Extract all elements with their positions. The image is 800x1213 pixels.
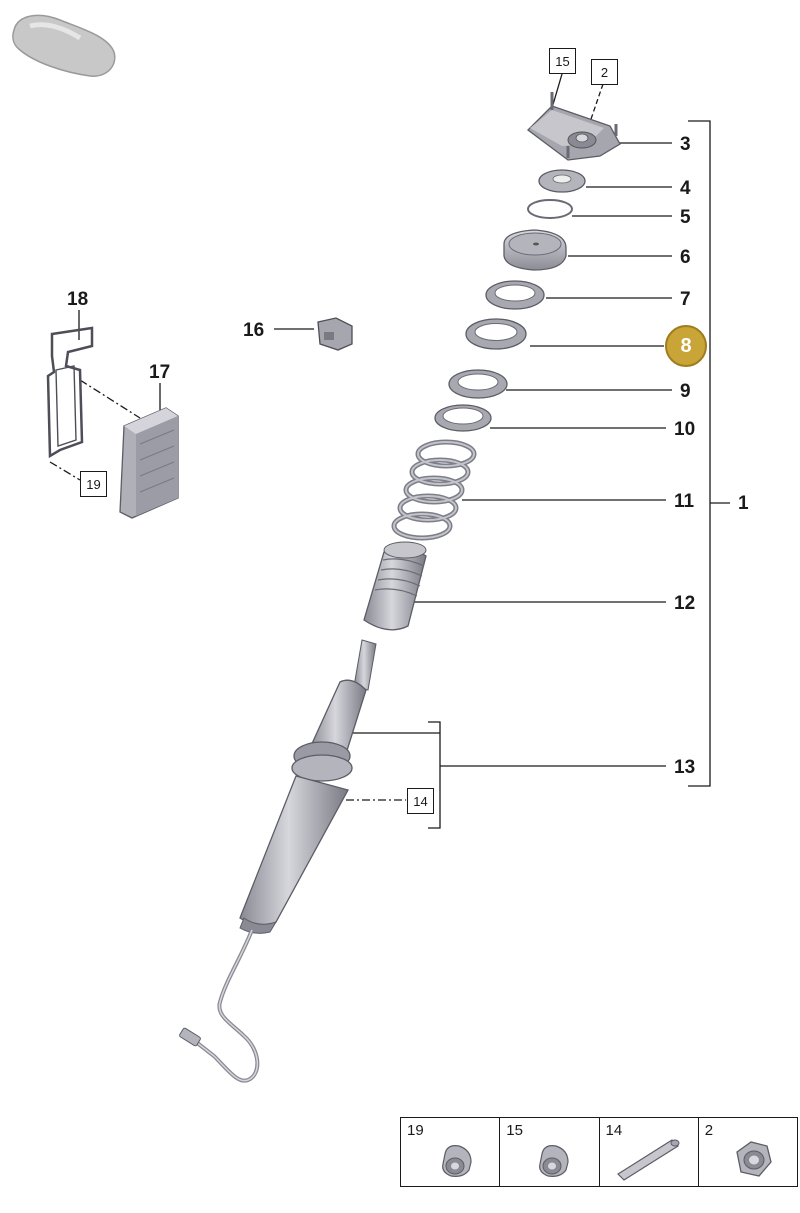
control-unit[interactable] [119, 407, 179, 519]
callout-15-box[interactable]: 15 [549, 48, 576, 74]
callout-16[interactable]: 16 [243, 320, 265, 341]
bracket[interactable] [46, 326, 94, 459]
lower-spring-pad[interactable] [434, 404, 492, 432]
top-mount[interactable] [527, 92, 621, 161]
legend-number: 14 [605, 1122, 623, 1139]
spring-seat-ring[interactable] [465, 318, 527, 350]
small-parts-legend: 19 15 14 2 [400, 1117, 798, 1187]
nut-icon [539, 1145, 569, 1177]
legend-cell-2[interactable]: 2 [699, 1118, 797, 1186]
spacer-ring[interactable] [485, 280, 545, 310]
callout-17[interactable]: 17 [149, 362, 171, 383]
shock-absorber[interactable] [239, 639, 377, 934]
callout-12[interactable]: 12 [674, 593, 696, 614]
car-icon [12, 14, 116, 77]
nut-icon [442, 1145, 472, 1177]
callout-19-box[interactable]: 19 [80, 471, 107, 497]
washer[interactable] [538, 169, 586, 193]
callout-9[interactable]: 9 [680, 381, 691, 402]
callout-5[interactable]: 5 [680, 207, 691, 228]
callout-18[interactable]: 18 [67, 289, 89, 310]
bump-stop[interactable] [363, 541, 427, 631]
legend-number: 2 [704, 1122, 714, 1139]
callout-14-box[interactable]: 14 [407, 788, 434, 814]
callout-2-box[interactable]: 2 [591, 59, 618, 85]
cap[interactable] [503, 229, 567, 271]
legend-cell-14[interactable]: 14 [600, 1118, 699, 1186]
callout-3[interactable]: 3 [680, 134, 691, 155]
connector[interactable] [317, 317, 353, 351]
legend-cell-19[interactable]: 19 [401, 1118, 501, 1186]
callout-11[interactable]: 11 [674, 491, 695, 512]
sensor-cable[interactable] [179, 929, 260, 1083]
callout-4[interactable]: 4 [680, 178, 691, 199]
pin-icon [616, 1139, 679, 1181]
callout-8-highlight[interactable]: 8 [665, 325, 707, 367]
legend-number: 19 [407, 1122, 424, 1139]
callout-13[interactable]: 13 [674, 757, 696, 778]
o-ring[interactable] [527, 199, 573, 219]
callout-1[interactable]: 1 [738, 493, 749, 514]
legend-cell-15[interactable]: 15 [500, 1118, 600, 1186]
callout-6[interactable]: 6 [680, 247, 691, 268]
leader-lines [49, 73, 730, 829]
spring-pad[interactable] [448, 369, 508, 399]
hex-nut-icon [736, 1141, 772, 1177]
callout-7[interactable]: 7 [680, 289, 691, 310]
legend-number: 15 [506, 1122, 523, 1139]
callout-10[interactable]: 10 [674, 419, 696, 440]
